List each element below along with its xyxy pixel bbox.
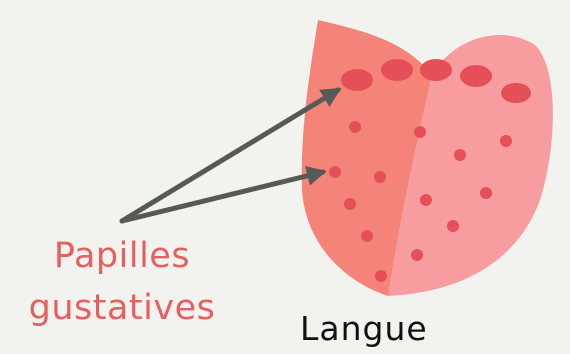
papilla [500,135,512,147]
papilla [374,171,386,183]
papilla [420,194,432,206]
papilla [349,121,361,133]
papilla [344,198,356,210]
papilla [501,83,531,103]
papilla [447,220,459,232]
papilla [460,65,492,87]
papilla [480,187,492,199]
papilles-gustatives-label: Papilles gustatives [4,230,240,334]
papilla [375,270,387,282]
papilles-label-line2: gustatives [4,282,240,334]
papilla [411,249,423,261]
langue-label: Langue [300,309,428,348]
papilles-label-line1: Papilles [4,230,240,282]
papilla [454,149,466,161]
arrow-to-lower-papilla [122,172,323,221]
papilla [414,126,426,138]
papilla [329,166,341,178]
papilla [420,59,452,81]
papilla [341,69,373,91]
papilla [361,230,373,242]
papilla [381,59,413,81]
